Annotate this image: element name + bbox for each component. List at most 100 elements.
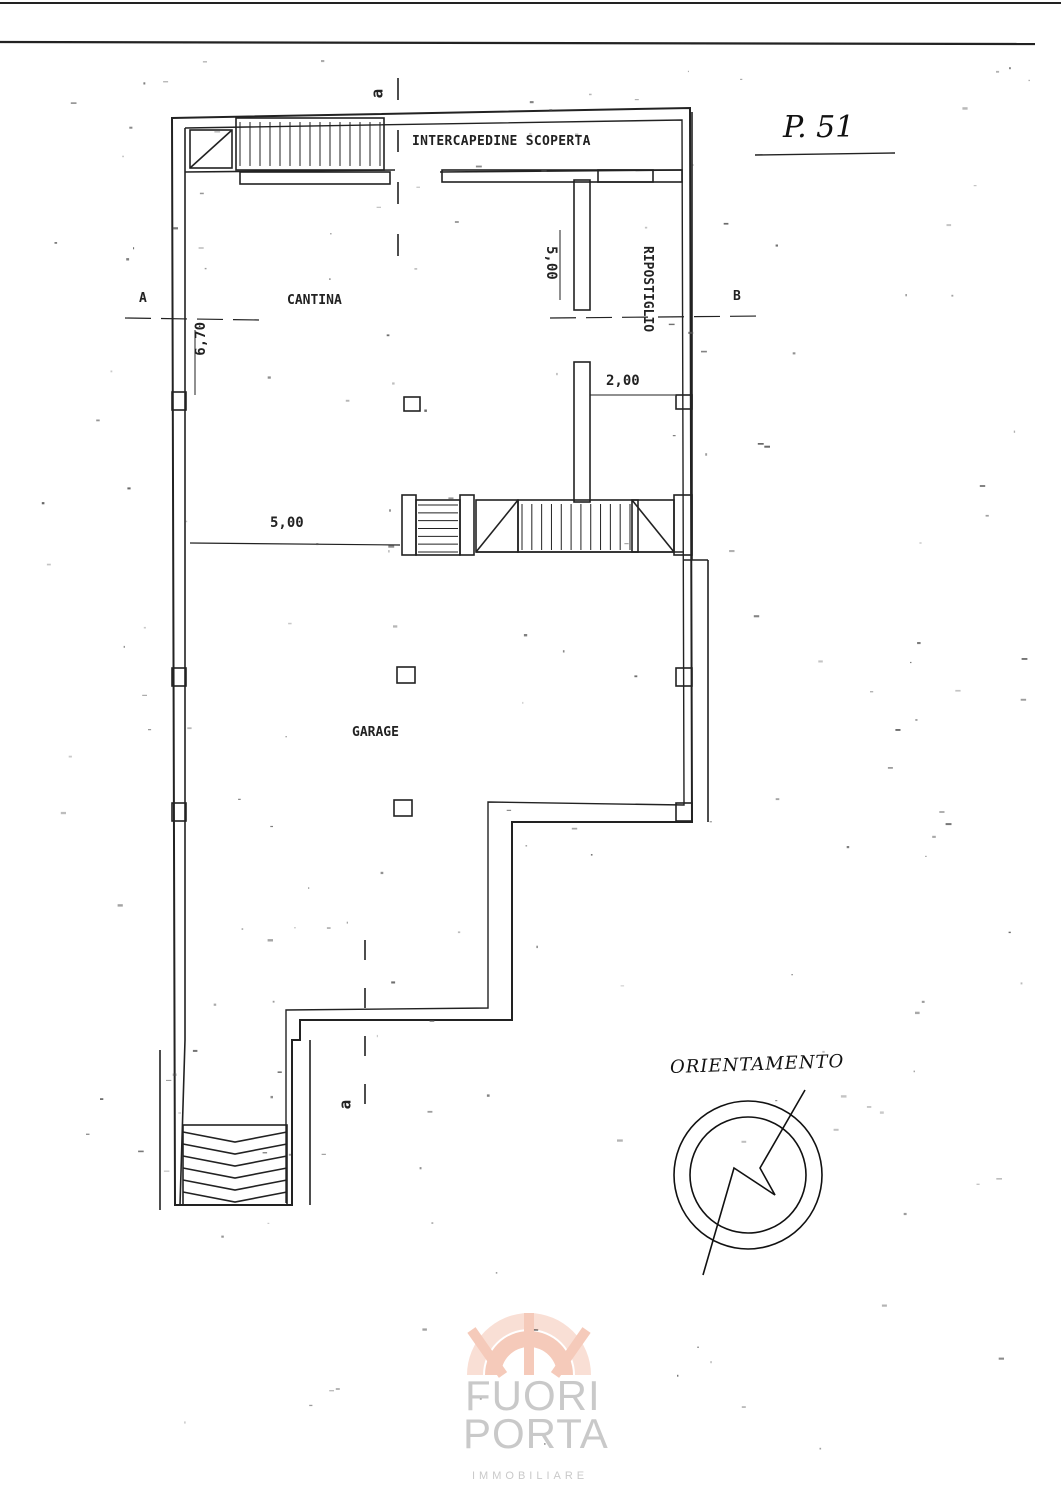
scan-speck xyxy=(479,1398,482,1400)
section-marker-b: B xyxy=(733,289,741,304)
scan-speck xyxy=(951,294,954,297)
scan-speck xyxy=(184,1421,186,1424)
scan-speck xyxy=(308,887,310,889)
scan-speck xyxy=(172,227,178,230)
scan-speck xyxy=(214,130,221,133)
scan-speck xyxy=(199,192,204,195)
dimension-ripostiglio-width: 2,00 xyxy=(606,373,640,389)
scan-speck xyxy=(939,811,945,813)
scan-speck xyxy=(138,1150,144,1153)
scan-speck xyxy=(329,1390,334,1392)
scan-speck xyxy=(764,445,770,448)
scan-speck xyxy=(142,694,147,696)
scan-speck xyxy=(710,1361,712,1364)
scan-speck xyxy=(388,545,395,548)
scan-speck xyxy=(41,502,45,505)
scan-speck xyxy=(241,928,244,930)
scan-speck xyxy=(549,109,553,111)
scan-speck xyxy=(917,642,921,645)
compass-icon xyxy=(673,1089,823,1276)
scan-speck xyxy=(143,626,146,629)
scan-speck xyxy=(448,497,454,500)
scan-speck xyxy=(202,61,207,63)
scan-speck xyxy=(541,170,547,172)
scan-speck xyxy=(617,1139,623,1142)
scan-speck xyxy=(996,70,1000,73)
scan-speck xyxy=(881,1304,887,1307)
scan-speck xyxy=(833,1128,839,1131)
scan-speck xyxy=(166,1079,172,1081)
scan-speck xyxy=(589,93,592,96)
scan-speck xyxy=(976,1183,980,1185)
scan-speck xyxy=(979,485,986,487)
scan-speck xyxy=(932,835,936,838)
scan-speck xyxy=(998,1357,1004,1360)
scan-speck xyxy=(910,661,912,664)
scan-speck xyxy=(945,823,952,826)
scan-speck xyxy=(68,755,72,758)
scan-speck xyxy=(457,931,461,934)
scan-speck xyxy=(335,1388,340,1390)
scan-speck xyxy=(238,798,241,800)
scan-speck xyxy=(163,81,169,83)
scan-speck xyxy=(973,185,977,187)
scan-speck xyxy=(575,133,579,135)
scan-speck xyxy=(178,1112,181,1114)
scan-speck xyxy=(692,164,694,166)
scan-speck xyxy=(414,268,418,270)
scan-speck xyxy=(697,1346,699,1348)
scan-speck xyxy=(620,985,625,987)
scan-speck xyxy=(429,1020,435,1022)
watermark-line2: PORTA xyxy=(463,1410,609,1457)
scan-speck xyxy=(133,247,135,250)
scan-speck xyxy=(791,974,793,976)
scan-speck xyxy=(1013,430,1016,433)
scan-speck xyxy=(148,729,152,731)
scan-speck xyxy=(389,509,391,512)
scan-speck xyxy=(915,719,918,721)
scan-speck xyxy=(740,78,743,80)
scan-speck xyxy=(427,1110,433,1113)
scan-speck xyxy=(454,221,459,223)
scan-speck xyxy=(486,1094,490,1097)
scan-speck xyxy=(822,1050,825,1053)
scan-speck xyxy=(329,278,331,280)
scan-speck xyxy=(903,1212,907,1216)
scan-speck xyxy=(709,821,712,823)
scan-speck xyxy=(376,206,381,208)
stair-treads xyxy=(239,122,631,553)
scan-speck xyxy=(866,1106,872,1108)
scan-speck xyxy=(431,1222,434,1224)
scan-speck xyxy=(475,165,482,168)
scan-speck xyxy=(741,1406,746,1408)
section-marker-bottom: a xyxy=(335,1099,355,1110)
scan-speck xyxy=(925,855,927,857)
scan-speck xyxy=(163,1170,170,1172)
scan-speck xyxy=(921,1000,925,1003)
scan-speck xyxy=(316,543,319,546)
scan-speck xyxy=(393,625,398,628)
scan-speck xyxy=(267,376,271,379)
scan-speck xyxy=(376,1034,378,1038)
scan-speck xyxy=(701,350,707,353)
scan-speck xyxy=(321,60,325,63)
scan-speck xyxy=(775,244,778,247)
scan-speck xyxy=(70,102,77,104)
scan-speck xyxy=(129,126,133,129)
scan-speck xyxy=(556,372,558,376)
scan-speck xyxy=(262,1152,268,1154)
scan-speck xyxy=(985,514,989,517)
plan-lines xyxy=(0,2,1061,1210)
room-label-ripostiglio: RIPOSTIGLIO xyxy=(640,246,655,333)
scan-speck xyxy=(775,798,780,801)
scan-speck xyxy=(818,660,823,663)
scan-speck xyxy=(270,1095,273,1099)
scan-speck xyxy=(590,854,593,856)
scan-speck xyxy=(905,294,907,297)
scan-speck xyxy=(288,1153,292,1156)
scan-speck xyxy=(996,1178,1002,1180)
scan-speck xyxy=(533,1329,539,1331)
scan-speck xyxy=(117,904,123,907)
scan-speck xyxy=(388,550,390,553)
scan-speck xyxy=(687,70,689,73)
